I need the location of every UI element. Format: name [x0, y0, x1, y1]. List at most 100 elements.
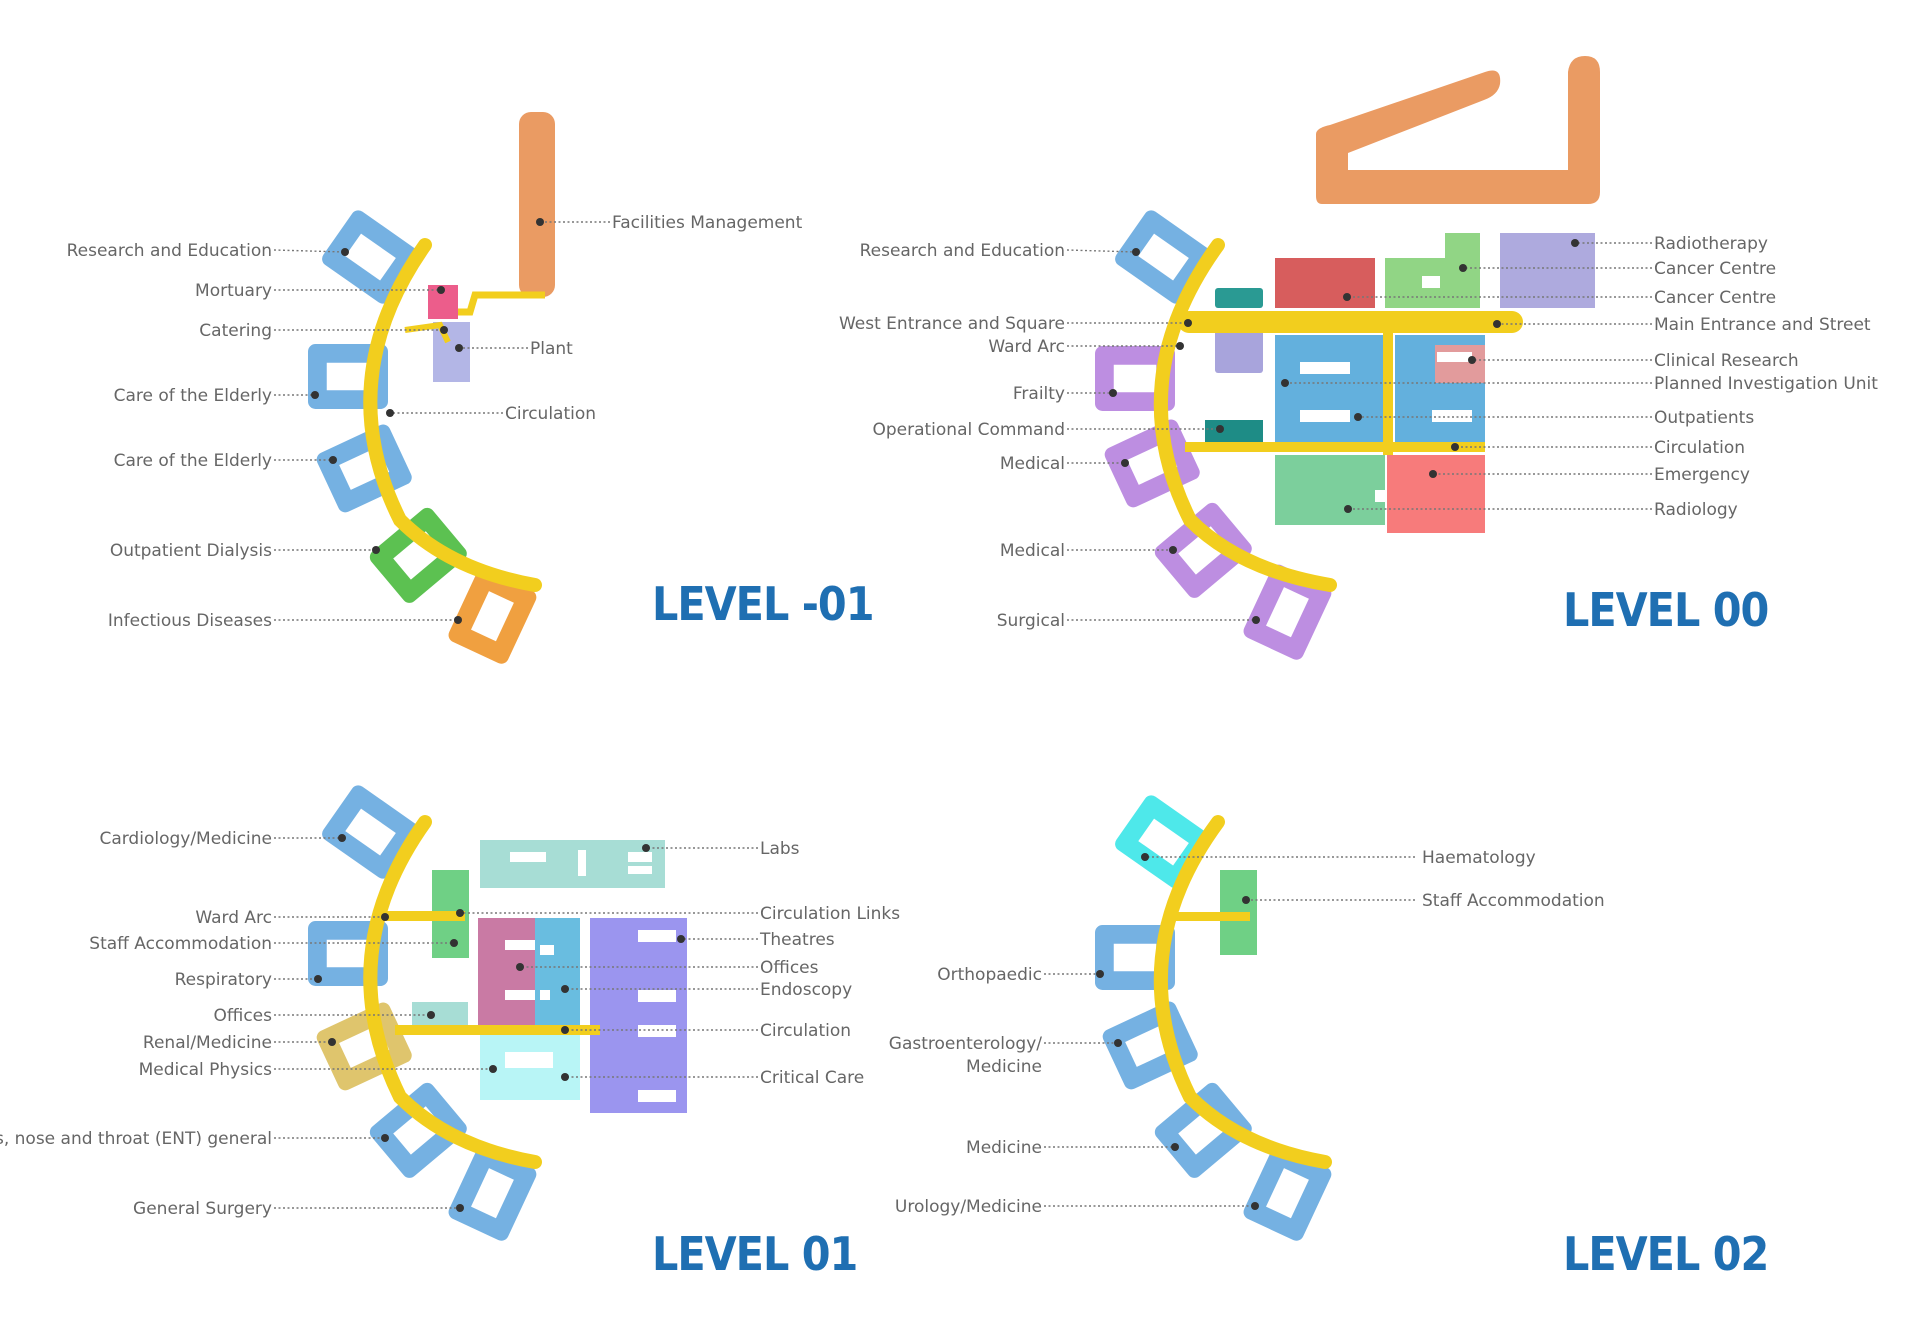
ward-arc-link	[385, 911, 465, 921]
main-entrance-canopy	[1316, 56, 1600, 204]
leader-label: Offices	[214, 1006, 273, 1026]
leader-label: Medical	[1000, 541, 1065, 561]
leader-dot	[311, 391, 319, 399]
leader-label: Frailty	[1013, 384, 1065, 404]
research-education-wing	[1112, 207, 1215, 307]
leader-dot	[1251, 1202, 1259, 1210]
operational-command-block	[1205, 420, 1263, 445]
leader-label: Main Entrance and Street	[1654, 315, 1871, 335]
leader-dot	[386, 409, 394, 417]
leader-label: Research and Education	[860, 241, 1065, 261]
leader-dot	[328, 1038, 336, 1046]
level-minus-01-plan: Research and EducationMortuaryCateringCa…	[67, 112, 875, 667]
level-title: LEVEL 00	[1563, 583, 1768, 637]
leader-label: Care of the Elderly	[114, 386, 272, 406]
radiotherapy-block	[1500, 233, 1595, 308]
level-title: LEVEL -01	[652, 577, 874, 631]
leader-label: Haematology	[1422, 848, 1536, 868]
offices-small-block	[412, 1002, 468, 1027]
leader-dot	[1281, 379, 1289, 387]
leader-label: Mortuary	[195, 281, 272, 301]
leader-dot	[1354, 413, 1362, 421]
leader-dot	[341, 248, 349, 256]
leader-dot	[1429, 470, 1437, 478]
leader-label: Cardiology/Medicine	[99, 829, 272, 849]
leader-dot	[427, 1011, 435, 1019]
radiology-block	[1275, 455, 1385, 525]
leader-label: Circulation Links	[760, 904, 900, 924]
leader-dot	[561, 1073, 569, 1081]
leader-label: Medical	[1000, 454, 1065, 474]
leaders: Research and EducationMortuaryCateringCa…	[67, 213, 803, 631]
leader-label: Catering	[199, 321, 272, 341]
leader-label: Critical Care	[760, 1068, 864, 1088]
leader-dot	[1459, 264, 1467, 272]
leader-dot	[455, 344, 463, 352]
leader-label: Urology/Medicine	[895, 1197, 1042, 1217]
leader-dot	[1132, 248, 1140, 256]
east-circulation	[1185, 442, 1485, 452]
leader-label: Operational Command	[872, 420, 1065, 440]
care-elderly-wing-2	[314, 422, 415, 515]
circulation-arc	[363, 238, 542, 592]
leader-dot	[1121, 459, 1129, 467]
ward-arc-circulation	[363, 815, 542, 1169]
leader-label: Outpatients	[1654, 408, 1754, 428]
operational-red-block	[1275, 258, 1375, 308]
leader-dot	[1141, 853, 1149, 861]
leader-dot	[381, 913, 389, 921]
leader-dot	[1451, 443, 1459, 451]
facilities-management-block	[519, 112, 555, 297]
leader-dot	[642, 844, 650, 852]
leader-dot	[561, 1026, 569, 1034]
leader-label: Theatres	[759, 930, 835, 950]
leader-dot	[489, 1065, 497, 1073]
leader-dot	[1184, 319, 1192, 327]
leader-dot	[1493, 320, 1501, 328]
catering-link	[404, 321, 451, 344]
leader-dot	[314, 975, 322, 983]
leader-label: Staff Accommodation	[1422, 891, 1605, 911]
outpatients-blue-left	[1275, 335, 1385, 450]
leader-label: Cancer Centre	[1654, 288, 1776, 308]
leader-line	[273, 249, 346, 253]
leader-label: Ears, nose and throat (ENT) general	[0, 1129, 272, 1149]
leader-label: Plant	[530, 339, 573, 359]
level-title: LEVEL 02	[1563, 1227, 1768, 1281]
leader-dot	[454, 616, 462, 624]
leader-label: Emergency	[1654, 465, 1750, 485]
theatres-block	[478, 918, 538, 1028]
leader-label: Medicine	[966, 1057, 1042, 1077]
leader-dot	[456, 1204, 464, 1212]
leader-dot	[1171, 1143, 1179, 1151]
plan-shapes	[1095, 56, 1600, 663]
labs-block	[480, 840, 665, 888]
leader-dot	[372, 546, 380, 554]
leader-dot	[338, 834, 346, 842]
leader-label: Cancer Centre	[1654, 259, 1776, 279]
leader-label: Staff Accommodation	[89, 934, 272, 954]
leader-label: Renal/Medicine	[143, 1033, 272, 1053]
leader-dot	[450, 939, 458, 947]
cancer-centre-window	[1422, 276, 1440, 288]
leader-label: Outpatient Dialysis	[110, 541, 272, 561]
leader-label: Research and Education	[67, 241, 272, 261]
leader-label: Infectious Diseases	[108, 611, 272, 631]
leader-label: Ward Arc	[988, 337, 1065, 357]
leader-label: Medicine	[966, 1138, 1042, 1158]
level-title: LEVEL 01	[652, 1227, 857, 1281]
leader-label: Circulation	[1654, 438, 1745, 458]
staff-link	[1175, 912, 1250, 921]
leader-label: Offices	[760, 958, 819, 978]
leader-label: Circulation	[760, 1021, 851, 1041]
leader-label: Respiratory	[175, 970, 272, 990]
leader-label: General Surgery	[133, 1199, 272, 1219]
leader-dot	[516, 963, 524, 971]
leader-dot	[1571, 239, 1579, 247]
leader-dot	[1114, 1039, 1122, 1047]
